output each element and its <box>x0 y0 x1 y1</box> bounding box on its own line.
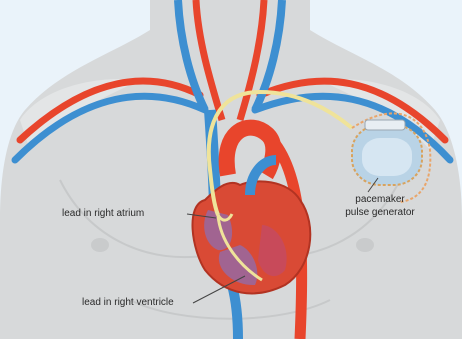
pacemaker-device-shine <box>362 138 412 176</box>
label-lead-in-right-ventricle: lead in right ventricle <box>82 297 174 309</box>
pacemaker-header <box>365 120 405 130</box>
left-nipple <box>356 238 374 252</box>
label-lead-in-right-atrium: lead in right atrium <box>62 208 144 220</box>
right-nipple <box>91 238 109 252</box>
label-pulse-generator: pulse generator <box>330 207 430 219</box>
label-pacemaker: pacemaker <box>340 194 420 206</box>
inferior-vena-cava <box>232 285 238 339</box>
